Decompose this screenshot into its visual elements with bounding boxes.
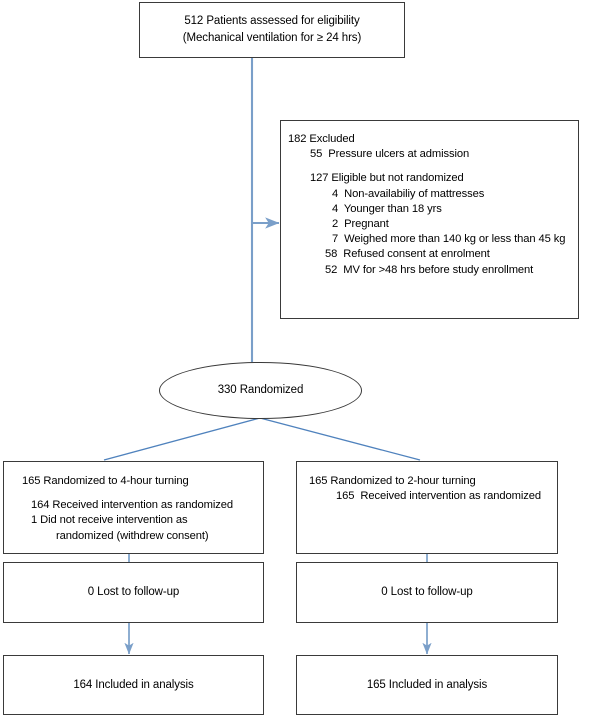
arm-right-title: 165 Randomized to 2-hour turning (309, 475, 476, 487)
box-lost-to-followup-left: 0 Lost to follow-up (3, 562, 264, 623)
arm-left-spacer (22, 489, 263, 498)
excluded-spacer (288, 162, 578, 171)
excluded-reason-2: 2 Pregnant (332, 218, 389, 231)
arm-right-detail-1: 165 Received intervention as randomized (336, 490, 541, 503)
node-randomized: 330 Randomized (159, 362, 362, 419)
excluded-subheading: 127 Eligible but not randomized (310, 172, 464, 185)
randomized-label: 330 Randomized (217, 384, 304, 396)
box-assessed-for-eligibility: 512 Patients assessed for eligibility (M… (139, 2, 405, 58)
box-excluded: 182 Excluded 55 Pressure ulcers at admis… (280, 120, 579, 319)
excluded-pressure-ulcers: 55 Pressure ulcers at admission (310, 148, 470, 161)
lost-right-label: 0 Lost to follow-up (381, 586, 473, 598)
box-arm-right-2-hour: 165 Randomized to 2-hour turning 165 Rec… (296, 461, 558, 554)
connector-randomized-to-right-arm (259, 417, 421, 461)
arm-left-detail-2: 1 Did not receive intervention as (31, 514, 188, 527)
box-lost-to-followup-right: 0 Lost to follow-up (296, 562, 558, 623)
eligibility-line-2: (Mechanical ventilation for ≥ 24 hrs) (182, 32, 362, 44)
excluded-reason-1: 4 Younger than 18 yrs (332, 202, 442, 215)
arm-left-detail-1: 164 Received intervention as randomized (31, 499, 233, 512)
excluded-heading: 182 Excluded (288, 133, 355, 145)
connector-randomized-to-left-arm (103, 417, 261, 461)
excluded-reason-4: 58 Refused consent at enrolment (325, 248, 490, 261)
analysis-right-label: 165 Included in analysis (366, 678, 488, 691)
analysis-left-label: 164 Included in analysis (73, 678, 194, 691)
arm-left-detail-3: randomized (withdrew consent) (56, 529, 209, 542)
arm-left-title: 165 Randomized to 4-hour turning (22, 475, 189, 487)
excluded-reason-5: 52 MV for >48 hrs before study enrollmen… (325, 263, 534, 276)
box-included-in-analysis-left: 164 Included in analysis (3, 655, 264, 715)
box-arm-left-4-hour: 165 Randomized to 4-hour turning 164 Rec… (3, 461, 264, 554)
box-included-in-analysis-right: 165 Included in analysis (296, 655, 558, 715)
excluded-reason-3: 7 Weighed more than 140 kg or less than … (332, 233, 566, 246)
lost-left-label: 0 Lost to follow-up (87, 586, 180, 598)
eligibility-line-1: 512 Patients assessed for eligibility (184, 15, 360, 27)
excluded-reason-0: 4 Non-availabiliy of mattresses (332, 187, 485, 200)
